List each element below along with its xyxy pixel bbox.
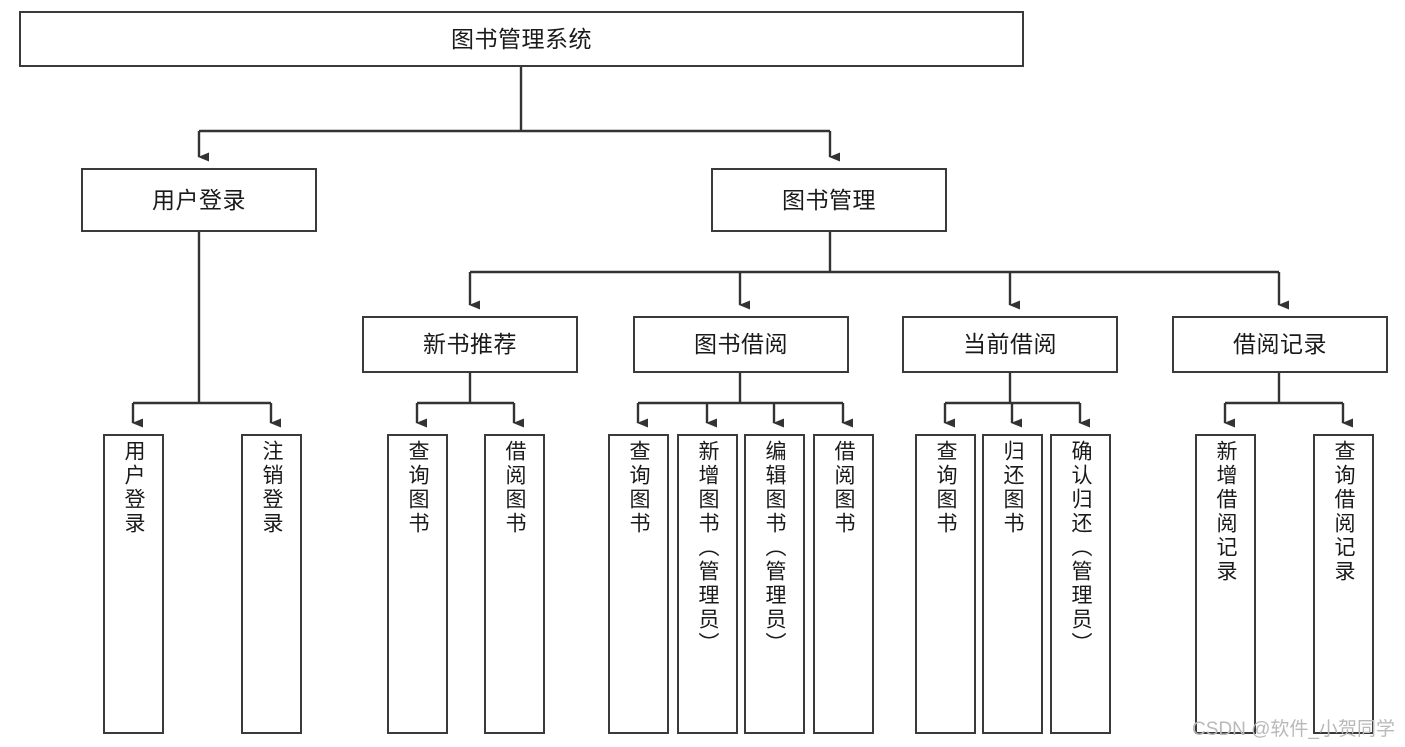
node-label: 新书推荐	[423, 331, 517, 358]
leaf-book-borrow-add-book-admin[interactable]: 新增图书（管理员）	[677, 434, 738, 734]
leaf-book-borrow-borrow-book[interactable]: 借阅图书	[813, 434, 874, 734]
node-book-management[interactable]: 图书管理	[711, 168, 947, 232]
node-label: 用户登录	[122, 440, 145, 536]
node-new-book-recommend[interactable]: 新书推荐	[362, 316, 578, 373]
leaf-user-login-login[interactable]: 用户登录	[103, 434, 164, 734]
node-label: 查询图书	[406, 440, 429, 536]
node-label: 新增借阅记录	[1214, 440, 1237, 584]
node-user-login[interactable]: 用户登录	[81, 168, 317, 232]
leaf-borrow-record-query-record[interactable]: 查询借阅记录	[1313, 434, 1374, 734]
node-label: 图书借阅	[694, 331, 788, 358]
node-borrow-record[interactable]: 借阅记录	[1172, 316, 1388, 373]
node-label: 编辑图书（管理员）	[763, 440, 786, 656]
leaf-book-borrow-query-book[interactable]: 查询图书	[608, 434, 669, 734]
node-label: 归还图书	[1001, 440, 1024, 536]
leaf-borrow-record-add-record[interactable]: 新增借阅记录	[1195, 434, 1256, 734]
csdn-watermark: CSDN @软件_小贺同学	[1192, 719, 1395, 740]
node-label: 图书管理	[782, 186, 876, 213]
node-label: 图书管理系统	[451, 25, 592, 52]
node-label: 当前借阅	[963, 331, 1057, 358]
leaf-book-borrow-edit-book-admin[interactable]: 编辑图书（管理员）	[744, 434, 805, 734]
node-label: 查询借阅记录	[1332, 440, 1355, 584]
leaf-user-login-logout[interactable]: 注销登录	[241, 434, 302, 734]
node-label: 查询图书	[934, 440, 957, 536]
leaf-new-book-query-book[interactable]: 查询图书	[387, 434, 448, 734]
node-label: 用户登录	[152, 186, 246, 213]
node-label: 确认归还（管理员）	[1069, 440, 1092, 656]
node-label: 查询图书	[627, 440, 650, 536]
leaf-current-borrow-query-book[interactable]: 查询图书	[915, 434, 976, 734]
node-current-borrow[interactable]: 当前借阅	[902, 316, 1118, 373]
node-label: 借阅图书	[832, 440, 855, 536]
node-label: 借阅图书	[503, 440, 526, 536]
node-book-borrow[interactable]: 图书借阅	[633, 316, 849, 373]
leaf-new-book-borrow-book[interactable]: 借阅图书	[484, 434, 545, 734]
node-root-book-management-system[interactable]: 图书管理系统	[19, 11, 1024, 67]
node-label: 注销登录	[260, 440, 283, 536]
leaf-current-borrow-return-book[interactable]: 归还图书	[982, 434, 1043, 734]
node-label: 新增图书（管理员）	[696, 440, 719, 656]
node-label: 借阅记录	[1233, 331, 1327, 358]
leaf-current-borrow-confirm-return-admin[interactable]: 确认归还（管理员）	[1050, 434, 1111, 734]
